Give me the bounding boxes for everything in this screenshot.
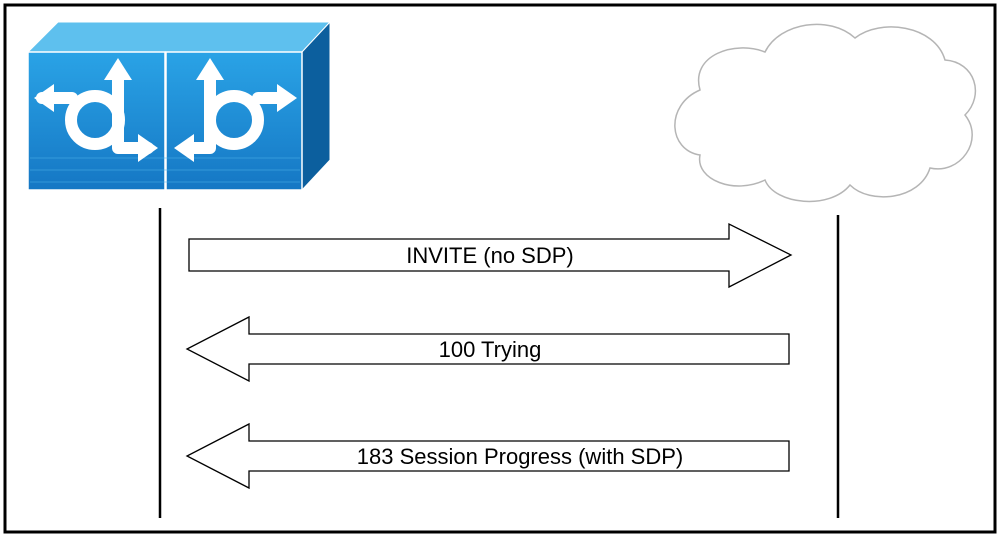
arrow-left-shape <box>185 315 790 383</box>
arrow-left-shape <box>185 422 790 490</box>
cisco-router-arrows-icon <box>26 20 332 192</box>
cloud-icon <box>674 23 976 203</box>
message-arrow-trying: 100 Trying <box>185 315 790 383</box>
message-arrow-session-progress: 183 Session Progress (with SDP) <box>185 422 790 490</box>
message-label: INVITE (no SDP) <box>406 243 573 268</box>
message-label: 183 Session Progress (with SDP) <box>357 444 683 469</box>
arrow-right-shape <box>188 222 793 289</box>
message-arrow-invite: INVITE (no SDP) <box>188 222 793 289</box>
message-label: 100 Trying <box>439 337 542 362</box>
